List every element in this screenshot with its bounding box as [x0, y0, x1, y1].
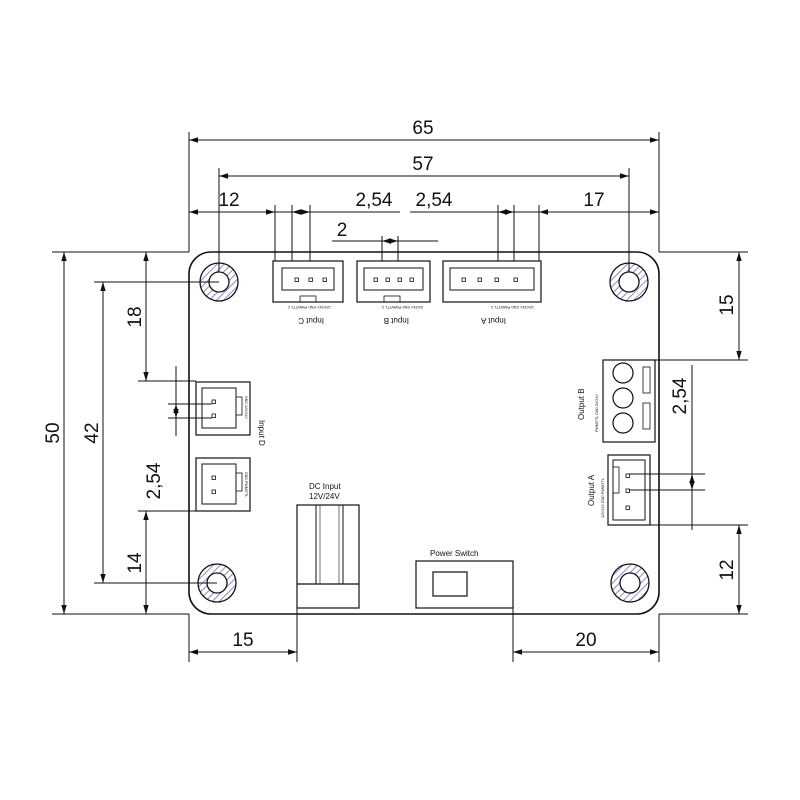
dim-right-offset: 17 — [583, 190, 604, 211]
dc-input-voltage-label: 12V/24V — [309, 492, 340, 501]
input-d-bottom-pin-labels: GND PWM/TTL — [244, 472, 248, 497]
dim-left-18: 18 — [125, 306, 146, 327]
input-d-label: Input D — [257, 420, 266, 446]
input-c-pin-labels: 12V/24V GND PWM/TTL C — [287, 305, 331, 309]
dim-pitch-left: 2,54 — [356, 190, 393, 211]
dim-header-gap: 2 — [337, 220, 348, 241]
dim-bottom-15: 15 — [232, 630, 253, 651]
power-switch-label: Power Switch — [430, 549, 478, 558]
dc-input-label: DC Input — [309, 482, 341, 491]
dim-left-14: 14 — [125, 552, 146, 574]
dim-inner-height: 42 — [82, 422, 103, 443]
input-a-pin-labels: 12V/24V GND PWM/TTL C — [490, 305, 534, 309]
input-b-pin-labels: 5V/24V GND PWM/TTL C — [381, 305, 423, 309]
input-c-connector: 12V/24V GND PWM/TTL C Input C — [272, 260, 344, 325]
output-a-pin-labels: 12V/24V GND PWM/TTL — [601, 478, 605, 518]
dc-input-jack: DC Input 12V/24V — [296, 482, 360, 609]
dim-bottom-20: 20 — [575, 630, 596, 651]
mounting-hole-top-right — [609, 262, 649, 302]
dim-vertical-pitch: 2,54 — [144, 462, 165, 499]
dim-total-height: 50 — [43, 422, 64, 443]
dim-hole-span: 57 — [412, 154, 433, 175]
input-a-connector: 12V/24V GND PWM/TTL C Input A — [442, 260, 542, 325]
dim-left-offset: 12 — [218, 190, 239, 211]
output-b-pin-labels: PWM/TTL GND 5V/24V — [595, 394, 599, 432]
pcb-board-outline — [188, 251, 660, 615]
dim-total-width: 65 — [412, 118, 433, 139]
dim-right-pitch: 2,54 — [670, 377, 691, 414]
dimension-lines — [52, 132, 748, 662]
input-b-label: Input B — [384, 316, 409, 325]
dim-right-15: 15 — [717, 294, 738, 315]
output-b-terminal: PWM/TTL GND 5V/24V Output B — [577, 359, 656, 443]
output-b-label: Output B — [577, 388, 586, 420]
dim-right-12: 12 — [717, 559, 738, 580]
power-switch: Power Switch — [415, 549, 514, 609]
input-a-label: Input A — [480, 316, 506, 325]
mounting-hole-bottom-right — [610, 563, 650, 603]
input-b-connector: 5V/24V GND PWM/TTL C Input B — [356, 260, 431, 325]
input-d-top-pin-labels: GND 12V/24V — [244, 396, 248, 419]
input-c-label: Input C — [298, 316, 324, 325]
input-d-connector: GND 12V/24V GND PWM/TTL Input D — [195, 381, 266, 512]
dim-pitch-right: 2,54 — [416, 190, 453, 211]
output-a-label: Output A — [587, 474, 596, 506]
